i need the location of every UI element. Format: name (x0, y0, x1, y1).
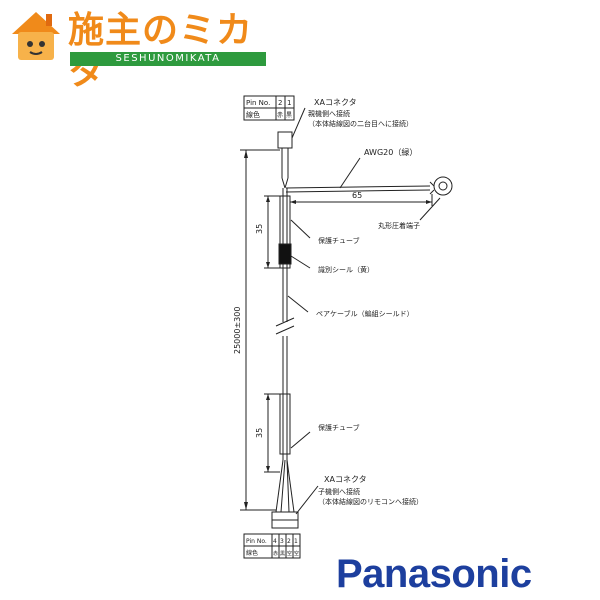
top-connector (277, 131, 293, 149)
ring-terminal (433, 176, 453, 196)
protective-tube-top (279, 195, 291, 269)
protective-tube-top-label: 保護チューブ (318, 236, 360, 245)
dim-35-top-label: 35 (255, 224, 264, 234)
top-table-header: Pin No. (246, 99, 270, 107)
bottom-table-color: 空 (287, 550, 292, 557)
top-table-color: 黒 (286, 112, 292, 119)
top-table-pin: 2 (278, 99, 282, 107)
bottom-table-header: Pin No. (246, 538, 267, 545)
bottom-table-color: 赤 (273, 551, 278, 557)
ring-terminal-label: 丸形圧着端子 (378, 221, 420, 230)
id-seal-label: 識別シール（黄） (318, 265, 374, 274)
xa-connector-bottom-desc: （本体結線図のリモコンへ接続） (318, 497, 423, 506)
top-table-pin: 1 (287, 99, 291, 107)
protective-tube-bottom (279, 393, 291, 455)
site-logo: 施主のミカタ SESHUNOMIKATA (8, 6, 278, 93)
top-table-color-label: 線色 (246, 110, 260, 119)
pair-cable-label: ペアケーブル（編組シールド） (316, 309, 414, 318)
bottom-table-color: 空 (294, 550, 299, 557)
awg-label: AWG20（緑） (364, 147, 417, 157)
xa-connector-top-label: XAコネクタ (314, 98, 357, 107)
protective-tube-bottom-label: 保護チューブ (318, 423, 360, 432)
dim-35-bottom-label: 35 (255, 428, 264, 438)
bottom-table-color-label: 線色 (246, 549, 258, 557)
brand-logo: Panasonic (336, 552, 532, 596)
top-table-color: 赤 (277, 112, 283, 119)
bottom-pin-table: Pin No. 4 3 2 1 線色 赤 黒 空 空 (243, 533, 301, 559)
logo-subtitle: SESHUNOMIKATA (70, 52, 266, 66)
bottom-table-pin: 2 (287, 538, 291, 545)
bottom-table-pin: 1 (294, 538, 298, 545)
house-mascot-icon (12, 12, 60, 60)
id-seal (278, 243, 292, 265)
bottom-table-color: 黒 (280, 551, 285, 557)
bottom-table-pin: 3 (280, 538, 284, 545)
bottom-table-pin: 4 (273, 538, 277, 545)
xa-connector-bottom-label: XAコネクタ (324, 475, 367, 484)
awg-wire (285, 185, 431, 189)
top-pin-table: Pin No. 2 1 線色 赤 黒 (243, 95, 295, 121)
dim-65-label: 65 (352, 191, 362, 200)
xa-connector-top-desc: （本体結線図の二台目へに接続） (308, 119, 413, 128)
xa-connector-top-desc: 親機側へ接続 (308, 109, 350, 118)
dim-length-label: 25000±300 (233, 307, 242, 354)
break-mark (275, 317, 295, 335)
xa-connector-bottom-desc: 子機側へ接続 (318, 487, 360, 496)
